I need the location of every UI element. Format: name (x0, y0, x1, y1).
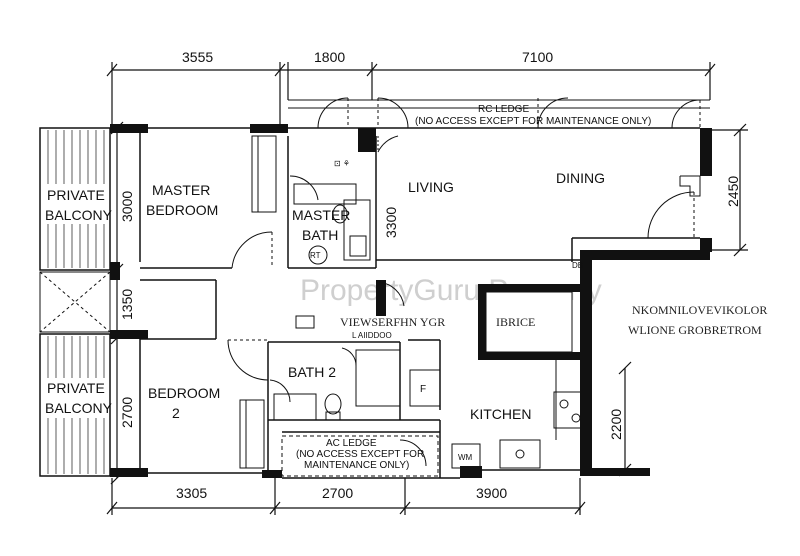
ac-ledge-note-1: (NO ACCESS EXCEPT FOR (296, 449, 424, 460)
living-label: LIVING (408, 179, 454, 195)
dim-right-bottom: 2200 (608, 409, 624, 440)
bedroom2-door (227, 339, 269, 381)
right-label-1: NKOMNILOVEVIKOLOR (632, 303, 767, 317)
dim-right-top: 2450 (725, 176, 741, 207)
top-dimension-line (106, 62, 716, 130)
ac-ledge-note-2: MAINTENANCE ONLY) (304, 460, 409, 471)
master-bedroom-label-2: BEDROOM (146, 202, 218, 218)
switch-icon: ⊡ ⚘ (334, 159, 350, 168)
walls (110, 124, 712, 478)
rc-ledge (288, 97, 710, 129)
dim-top-2: 1800 (314, 49, 345, 65)
balcony-top-label-bg (44, 184, 106, 224)
master-bath-fixtures (289, 175, 371, 265)
dim-left-2: 1350 (119, 289, 135, 320)
master-wardrobe (251, 135, 277, 213)
dim-top-1: 3555 (182, 49, 213, 65)
hall-label: VIEWSERFHN YGR (340, 315, 445, 329)
dining-label: DINING (556, 170, 605, 186)
rc-ledge-title: RC LEDGE (478, 104, 529, 115)
kitchen-label: KITCHEN (470, 406, 531, 422)
dim-bottom-3: 3900 (476, 485, 507, 501)
dim-bottom-1: 3305 (176, 485, 207, 501)
storage-label: IBRICE (496, 315, 535, 329)
master-bath-label-2: BATH (302, 227, 338, 243)
master-bath-label-1: MASTER (292, 207, 350, 223)
fridge-label: F (420, 384, 426, 395)
storage-box: IBRICE (485, 291, 573, 353)
dim-left-1: 3000 (119, 191, 135, 222)
balcony-top-label-1: PRIVATE (47, 187, 105, 203)
living-door-swing (377, 135, 701, 307)
dim-bottom-2: 2700 (322, 485, 353, 501)
bottom-dimension-line (106, 478, 586, 515)
rc-ledge-note: (NO ACCESS EXCEPT FOR MAINTENANCE ONLY) (415, 116, 651, 127)
right-label-2: WLIONE GROBRETROM (628, 323, 762, 337)
master-bedroom-door (231, 231, 273, 269)
ac-ledge (281, 435, 439, 477)
bedroom2-label-1: BEDROOM (148, 385, 220, 401)
balcony-top-label-2: BALCONY (45, 207, 113, 223)
bath2-fixtures (269, 347, 401, 421)
balcony-bottom-label-1: PRIVATE (47, 380, 105, 396)
dim-living-vertical: 3300 (383, 207, 399, 238)
dim-left-3: 2700 (119, 397, 135, 428)
bath2-label: BATH 2 (288, 364, 336, 380)
bedroom2-label-2: 2 (172, 405, 180, 421)
db-label: DB (572, 261, 583, 270)
right-dimension-line (618, 123, 748, 477)
master-bedroom-label-1: MASTER (152, 182, 210, 198)
kitchen-fixtures (409, 360, 585, 469)
dim-top-3: 7100 (522, 49, 553, 65)
bedroom2-wardrobe (239, 399, 265, 469)
balcony-bottom-label-bg (44, 378, 106, 418)
balcony-middle (39, 271, 111, 333)
wall-outlines (139, 127, 700, 479)
ac-ledge-title: AC LEDGE (326, 438, 377, 449)
balcony-bottom-label-2: BALCONY (45, 400, 113, 416)
master-bath-rt: RT (310, 251, 321, 260)
hall-label-group: VIEWSERFHN YGR L AIIDDOO (295, 315, 445, 340)
hall-sub-label: L AIIDDOO (352, 331, 392, 340)
washing-machine-label: WM (458, 453, 473, 462)
